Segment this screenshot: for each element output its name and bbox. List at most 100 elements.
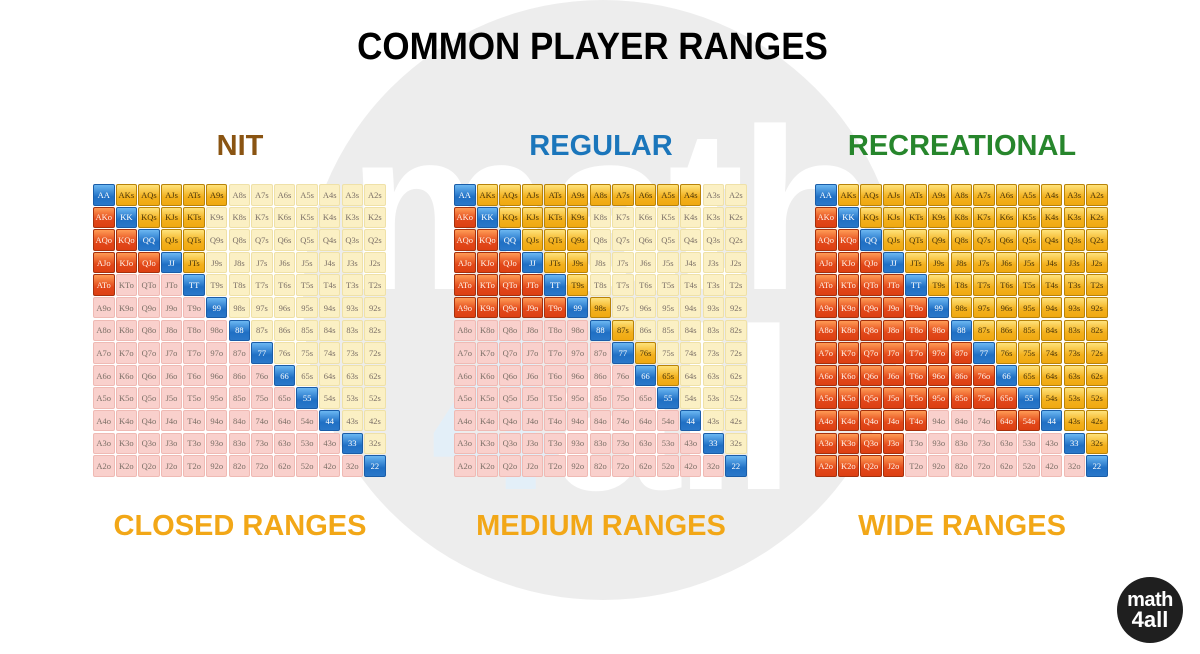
hand-cell-75s: 75s [296, 342, 318, 364]
hand-cell-kto: KTo [476, 274, 499, 296]
hand-cell-q5o: Q5o [860, 387, 882, 409]
hand-cell-86o: 86o [228, 364, 251, 387]
hand-cell-q9s: Q9s [566, 229, 589, 251]
hand-cell-k6s: K6s [995, 206, 1018, 229]
hand-cell-84s: 84s [679, 319, 702, 342]
hand-cell-95o: 95o [927, 387, 950, 409]
hand-cell-j4s: J4s [318, 251, 341, 274]
hand-cell-73o: 73o [612, 432, 634, 455]
hand-cell-k2s: K2s [1086, 206, 1108, 229]
hand-cell-82s: 82s [1086, 319, 1108, 342]
hand-cell-94s: 94s [1040, 296, 1063, 319]
hand-cell-q9o: Q9o [860, 296, 882, 319]
hand-cell-t2s: T2s [364, 274, 386, 296]
hand-cell-kqs: KQs [499, 206, 521, 229]
hand-cell-a3s: A3s [702, 184, 725, 206]
hand-cell-aqs: AQs [499, 184, 521, 206]
hand-cell-t9s: T9s [566, 274, 589, 296]
hand-cell-t3s: T3s [341, 274, 364, 296]
hand-cell-tt: TT [544, 274, 566, 296]
hand-cell-63s: 63s [341, 364, 364, 387]
hand-cell-62o: 62o [273, 455, 296, 477]
hand-cell-75s: 75s [657, 342, 679, 364]
hand-cell-62s: 62s [364, 364, 386, 387]
hand-cell-q6o: Q6o [138, 364, 160, 387]
hand-cell-j8s: J8s [950, 251, 973, 274]
hand-cell-76o: 76o [973, 364, 995, 387]
hand-cell-a2s: A2s [364, 184, 386, 206]
hand-cell-kts: KTs [544, 206, 566, 229]
hand-cell-k2s: K2s [725, 206, 747, 229]
hand-cell-76s: 76s [995, 342, 1018, 364]
hand-cell-93o: 93o [205, 432, 228, 455]
hand-cell-j6o: J6o [160, 364, 183, 387]
hand-cell-kjs: KJs [521, 206, 544, 229]
hand-cell-q4s: Q4s [679, 229, 702, 251]
hand-cell-t6s: T6s [995, 274, 1018, 296]
hand-cell-j4s: J4s [1040, 251, 1063, 274]
hand-cell-k3o: K3o [115, 432, 138, 455]
hand-cell-a4s: A4s [679, 184, 702, 206]
hand-cell-j2o: J2o [882, 455, 905, 477]
hand-cell-a9s: A9s [205, 184, 228, 206]
hand-cell-96o: 96o [205, 364, 228, 387]
hand-cell-63s: 63s [1063, 364, 1086, 387]
hand-cell-96o: 96o [566, 364, 589, 387]
hand-cell-ajs: AJs [160, 184, 183, 206]
hand-cell-22: 22 [1086, 455, 1108, 477]
hand-cell-jto: JTo [882, 274, 905, 296]
hand-cell-62o: 62o [995, 455, 1018, 477]
hand-cell-k2o: K2o [476, 455, 499, 477]
hand-cell-94o: 94o [927, 409, 950, 432]
hand-cell-a5o: A5o [454, 387, 476, 409]
hand-cell-kk: KK [476, 206, 499, 229]
hand-cell-82o: 82o [228, 455, 251, 477]
hand-cell-t4o: T4o [544, 409, 566, 432]
hand-cell-83s: 83s [341, 319, 364, 342]
hand-cell-96s: 96s [273, 296, 296, 319]
hand-cell-kjo: KJo [115, 251, 138, 274]
hand-cell-88: 88 [228, 319, 251, 342]
hand-cell-j2s: J2s [1086, 251, 1108, 274]
panel-subtitle: WIDE RANGES [858, 510, 1066, 542]
hand-cell-87s: 87s [973, 319, 995, 342]
hand-cell-tt: TT [905, 274, 927, 296]
hand-cell-t9o: T9o [544, 296, 566, 319]
hand-cell-a7s: A7s [251, 184, 273, 206]
hand-cell-75o: 75o [973, 387, 995, 409]
hand-cell-q5o: Q5o [138, 387, 160, 409]
hand-cell-k8s: K8s [228, 206, 251, 229]
hand-cell-ajo: AJo [815, 251, 837, 274]
hand-cell-k9o: K9o [837, 296, 860, 319]
hand-cell-kqo: KQo [837, 229, 860, 251]
hand-cell-ato: ATo [815, 274, 837, 296]
hand-cell-64o: 64o [273, 409, 296, 432]
hand-cell-aqo: AQo [815, 229, 837, 251]
hand-cell-aqs: AQs [860, 184, 882, 206]
hand-cell-jj: JJ [521, 251, 544, 274]
hand-cell-k5o: K5o [476, 387, 499, 409]
hand-cell-ato: ATo [93, 274, 115, 296]
hand-cell-k8s: K8s [589, 206, 612, 229]
hand-cell-q8o: Q8o [860, 319, 882, 342]
hand-cell-a7o: A7o [93, 342, 115, 364]
hand-cell-t5s: T5s [1018, 274, 1040, 296]
hand-cell-t4s: T4s [1040, 274, 1063, 296]
hand-cell-a7o: A7o [815, 342, 837, 364]
hand-cell-85s: 85s [1018, 319, 1040, 342]
hand-cell-a6o: A6o [815, 364, 837, 387]
hand-cell-k5o: K5o [837, 387, 860, 409]
hand-cell-86s: 86s [995, 319, 1018, 342]
hand-cell-86o: 86o [589, 364, 612, 387]
hand-cell-qts: QTs [905, 229, 927, 251]
hand-cell-97o: 97o [566, 342, 589, 364]
hand-cell-j2s: J2s [725, 251, 747, 274]
hand-cell-jto: JTo [160, 274, 183, 296]
hand-cell-q4o: Q4o [860, 409, 882, 432]
hand-cell-64s: 64s [318, 364, 341, 387]
hand-cell-k6o: K6o [115, 364, 138, 387]
hand-cell-33: 33 [341, 432, 364, 455]
hand-cell-42s: 42s [725, 409, 747, 432]
hand-cell-t6s: T6s [273, 274, 296, 296]
